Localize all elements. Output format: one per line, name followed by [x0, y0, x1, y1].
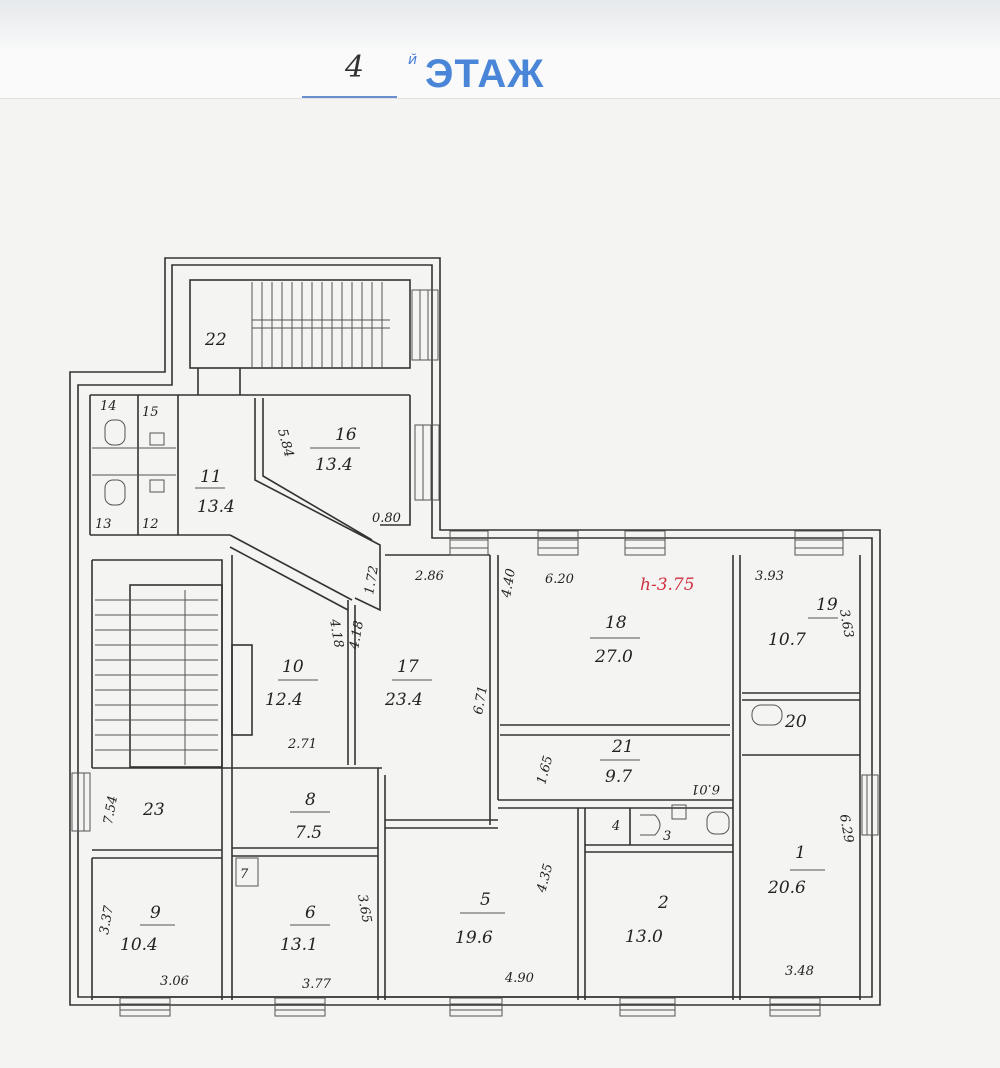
dimension-label: 2.86 [414, 569, 444, 584]
dimension-label: 3.77 [302, 977, 332, 992]
dimension-label: 4.90 [504, 971, 534, 986]
dimension-label: 4.35 [534, 862, 556, 895]
dimension-label: 2.71 [287, 737, 317, 752]
walls [69, 257, 881, 1006]
floor-number: 4 [345, 50, 365, 85]
room-number: 3 [663, 829, 671, 844]
room-number: 10 [282, 657, 304, 677]
room-number: 6 [305, 903, 316, 923]
dimension-label: 6.29 [836, 813, 856, 844]
sink-icon [149, 432, 165, 446]
toilet-icon [751, 704, 783, 726]
room-number: 12 [142, 517, 159, 532]
floor-suffix: й [408, 52, 418, 68]
room-area: 7.5 [295, 823, 322, 843]
room-area: 10.4 [120, 935, 158, 955]
sink-icon [671, 804, 687, 820]
room-number: 4 [611, 819, 620, 834]
room-area: 13.4 [315, 455, 353, 475]
dimension-label: 4.18 [347, 620, 367, 652]
floor-underline [302, 96, 397, 98]
scan-top-band [0, 0, 1000, 48]
room-area: 19.6 [455, 928, 493, 948]
room-area: 13.1 [280, 935, 318, 955]
room-number: 1 [795, 843, 806, 863]
room-number: 23 [142, 800, 165, 820]
fixtures [104, 419, 783, 836]
ceiling-height-label: h-3.75 [640, 575, 695, 595]
dimension-label: 1.72 [362, 565, 382, 596]
room-number: 11 [200, 467, 222, 487]
scan-header-strip [0, 48, 1000, 99]
room-area: 10.7 [768, 630, 806, 650]
dimension-labels: 5.84 0.80 1.72 2.86 4.18 4.18 2.71 7.54 … [97, 427, 856, 992]
room-area: 13.4 [197, 497, 235, 517]
dimension-label: 0.80 [372, 511, 401, 526]
room-number: 13 [95, 517, 112, 532]
bathtub-icon [640, 814, 661, 836]
dimension-label: 3.93 [755, 569, 784, 584]
room-number: 16 [335, 425, 357, 445]
room-number: 22 [204, 330, 227, 350]
room-area: 27.0 [594, 647, 633, 667]
windows [71, 289, 879, 1017]
dimension-label: 3.37 [97, 904, 117, 936]
dimension-label: 5.84 [274, 427, 296, 459]
room-number: 2 [657, 893, 669, 913]
room-number: 17 [397, 657, 419, 677]
room-number: 8 [305, 790, 316, 810]
dimension-label: 3.48 [785, 964, 814, 979]
room-number: 5 [480, 890, 491, 910]
room-number: 21 [611, 737, 634, 757]
toilet-icon [104, 419, 126, 446]
dimension-label: 1.65 [534, 754, 556, 786]
dimension-label: 3.65 [354, 893, 374, 924]
sink-icon [149, 479, 165, 493]
room-area: 13.0 [625, 927, 663, 947]
dimension-label: 7.54 [101, 795, 121, 826]
dimension-label: 4.18 [326, 617, 346, 649]
room-number: 15 [142, 405, 159, 420]
toilet-icon [706, 811, 730, 835]
room-number: 7 [240, 867, 249, 882]
room-area: 23.4 [384, 690, 423, 710]
room-area: 12.4 [265, 690, 303, 710]
dimension-label: 6.01 [691, 781, 720, 796]
room-number: 9 [150, 903, 161, 923]
room-labels: 22 14 15 13 12 11 13.4 16 13.4 10 12.4 1… [95, 330, 838, 955]
room-number: 18 [605, 613, 627, 633]
room-area: 9.7 [605, 767, 632, 787]
dimension-label: 6.20 [545, 572, 574, 587]
room-number: 14 [100, 399, 117, 414]
dimension-label: 4.40 [499, 568, 519, 600]
floor-title: ЭТАЖ [425, 52, 545, 96]
room-number: 19 [816, 595, 838, 615]
toilet-icon [104, 479, 126, 506]
dimension-label: 6.71 [471, 685, 491, 716]
dimension-label: 3.06 [160, 974, 189, 989]
room-number: 20 [784, 712, 807, 732]
room-area: 20.6 [767, 878, 806, 898]
dimension-label: 3.63 [836, 608, 856, 639]
